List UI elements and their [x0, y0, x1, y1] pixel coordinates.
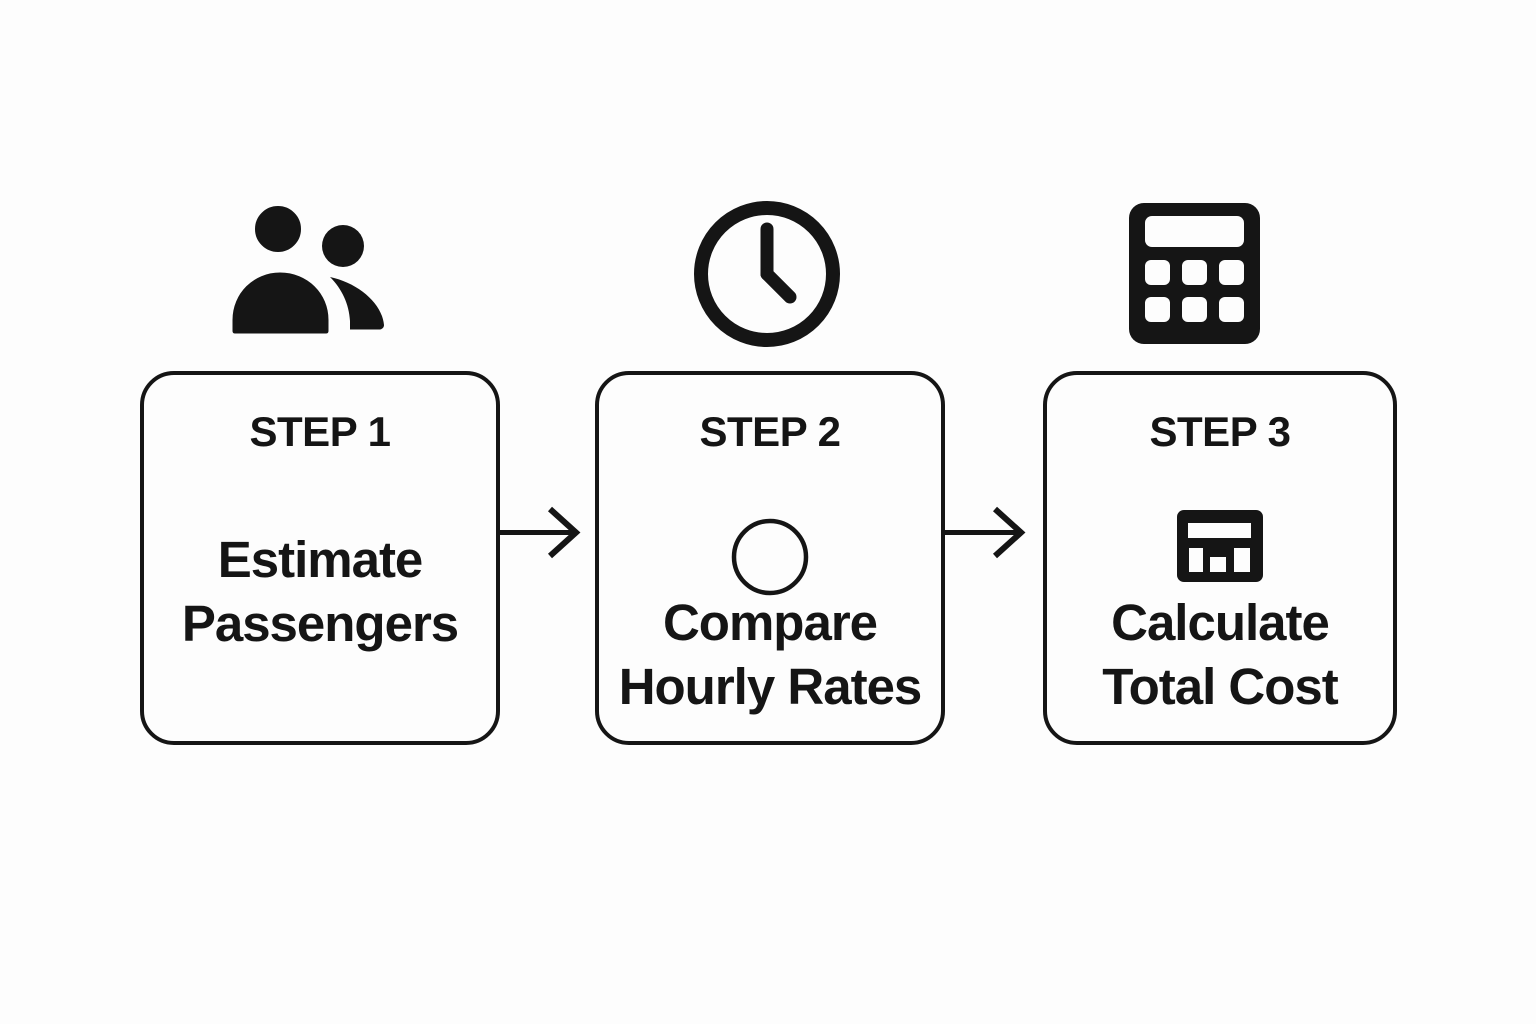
arrow-right-icon [498, 506, 581, 559]
step-2-label: Compare Hourly Rates [587, 591, 953, 719]
arrow-right-icon [943, 506, 1026, 559]
calculator-icon [1129, 203, 1260, 344]
step-2-label-line2: Hourly Rates [618, 658, 923, 715]
step-2-title: STEP 2 [699, 408, 841, 455]
people-icon [226, 200, 384, 340]
step-3-label: Calculate Total Cost [1035, 591, 1405, 719]
step-2-box: STEP 2 Compare Hourly Rates [595, 371, 945, 745]
step-2-label-line1: Compare [662, 594, 878, 651]
step-1-label: Estimate Passengers [132, 528, 508, 656]
circle-icon [731, 518, 809, 596]
step-3-title: STEP 3 [1149, 408, 1291, 455]
clock-icon [694, 201, 840, 347]
step-3-box: STEP 3 Calculate Total Cost [1043, 371, 1397, 745]
step-1-title: STEP 1 [249, 408, 391, 455]
step-1-label-line2: Passengers [181, 595, 459, 652]
mini-calculator-icon [1177, 510, 1263, 582]
step-3-label-line1: Calculate [1111, 594, 1330, 651]
step-1-label-line1: Estimate [217, 531, 424, 588]
step-1-box: STEP 1 Estimate Passengers [140, 371, 500, 745]
step-3-label-line2: Total Cost [1102, 658, 1339, 715]
